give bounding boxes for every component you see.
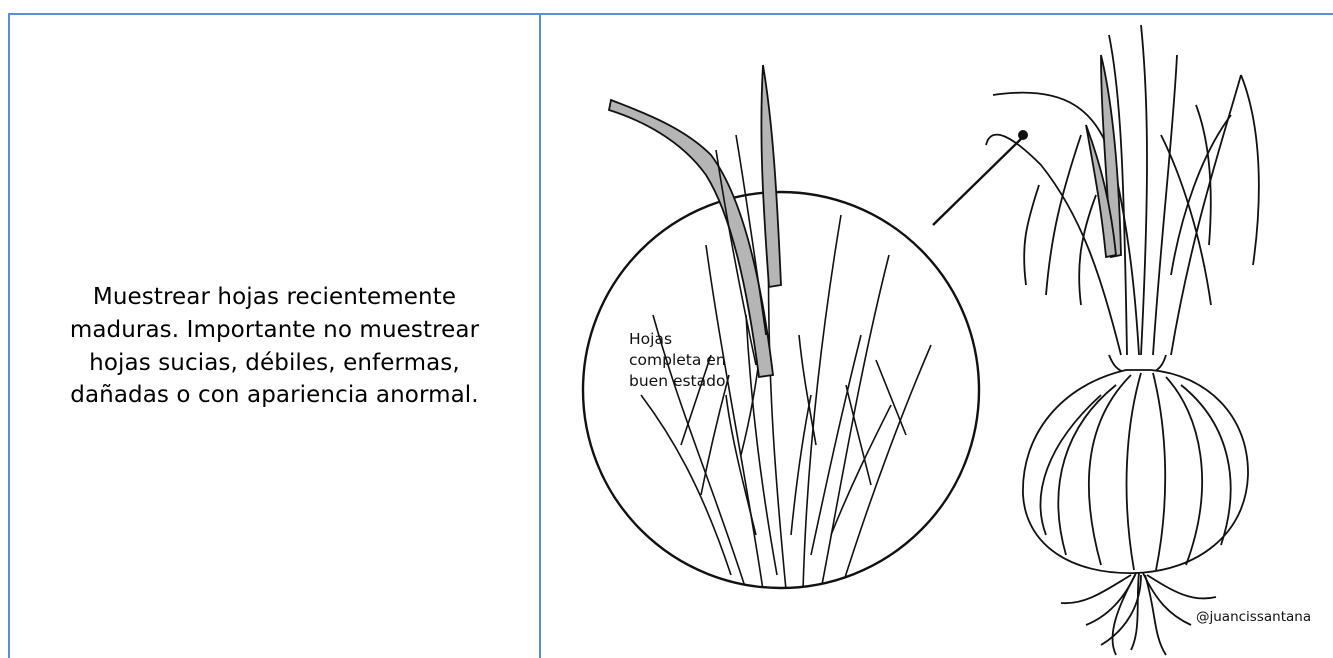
instruction-text: Muestrear hojas recientemente maduras. I… [69,284,480,409]
table-border-left [8,13,10,658]
onion-plant [985,24,1260,656]
onion-drawing [581,24,1260,656]
table-border-top [8,13,1333,15]
instruction-cell: Muestrear hojas recientemente maduras. I… [10,15,539,658]
illustrator-credit: @juancissantana [1196,609,1312,625]
onion-illustration: Hojas completa en buen estado @juancissa… [541,15,1333,658]
callout-label: Hojas completa en buen estado [629,330,726,390]
magnified-leaf-detail [581,64,981,590]
callout-pointer [932,130,1028,226]
table-column-divider [539,13,541,658]
